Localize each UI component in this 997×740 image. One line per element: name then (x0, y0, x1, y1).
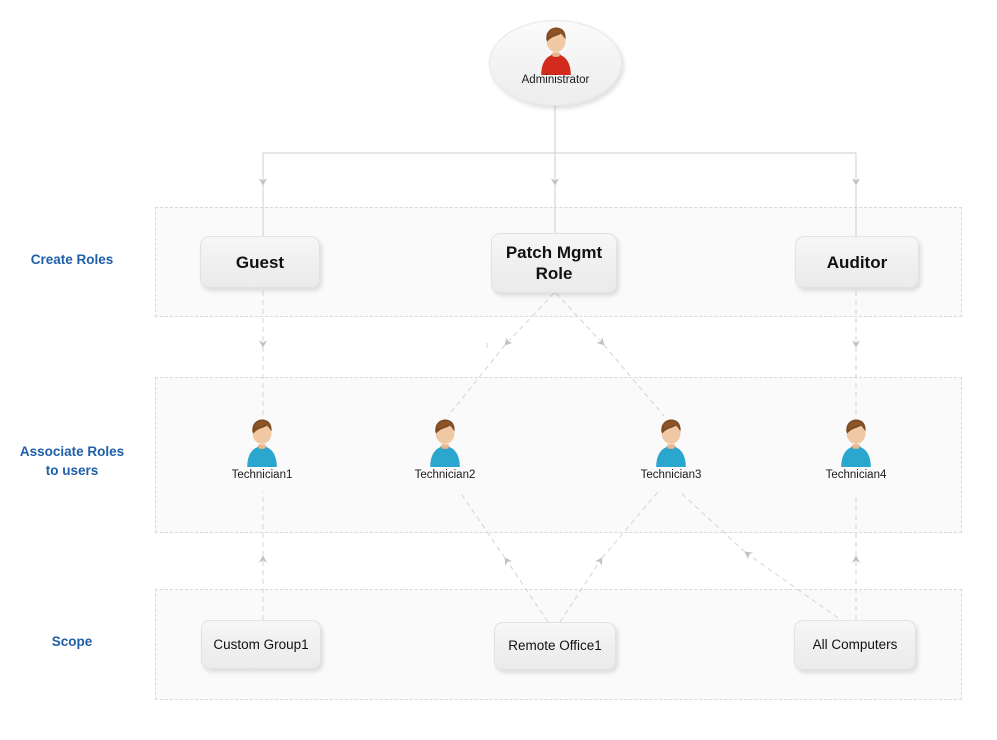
stage-label-associate-roles: Associate Roles to users (19, 444, 125, 478)
node-administrator[interactable]: Administrator (489, 20, 622, 106)
node-role-guest[interactable]: Guest (200, 236, 320, 288)
node-role-patch-mgmt-label: Patch Mgmt Role (505, 243, 603, 283)
person-blue-icon (656, 419, 686, 467)
node-technician1[interactable]: Technician1 (207, 418, 317, 481)
node-technician2[interactable]: Technician2 (390, 418, 500, 481)
node-technician4-label: Technician4 (825, 469, 887, 481)
node-role-auditor[interactable]: Auditor (795, 236, 919, 288)
node-scope-remote-office1[interactable]: Remote Office1 (494, 622, 616, 670)
node-role-auditor-label: Auditor (826, 252, 888, 272)
node-technician1-label: Technician1 (231, 469, 293, 481)
node-scope-custom-group1-label: Custom Group1 (213, 636, 309, 652)
node-technician2-label: Technician2 (414, 469, 476, 481)
node-technician3[interactable]: Technician3 (616, 418, 726, 481)
node-technician4[interactable]: Technician4 (801, 418, 911, 481)
stage-label-scope: Scope (51, 634, 93, 649)
node-role-patch-mgmt[interactable]: Patch Mgmt Role (491, 233, 617, 293)
node-scope-all-computers[interactable]: All Computers (794, 620, 916, 670)
person-red-icon (540, 27, 571, 75)
node-administrator-label: Administrator (521, 74, 590, 86)
node-scope-all-computers-label: All Computers (812, 637, 898, 652)
node-scope-custom-group1[interactable]: Custom Group1 (201, 620, 321, 669)
stage-label-create-roles: Create Roles (30, 252, 114, 267)
node-scope-remote-office1-label: Remote Office1 (508, 638, 602, 653)
band-associate-roles (155, 377, 962, 533)
person-blue-icon (430, 419, 460, 467)
person-blue-icon (247, 419, 277, 467)
node-role-guest-label: Guest (235, 252, 285, 272)
person-blue-icon (841, 419, 871, 467)
node-technician3-label: Technician3 (640, 469, 702, 481)
